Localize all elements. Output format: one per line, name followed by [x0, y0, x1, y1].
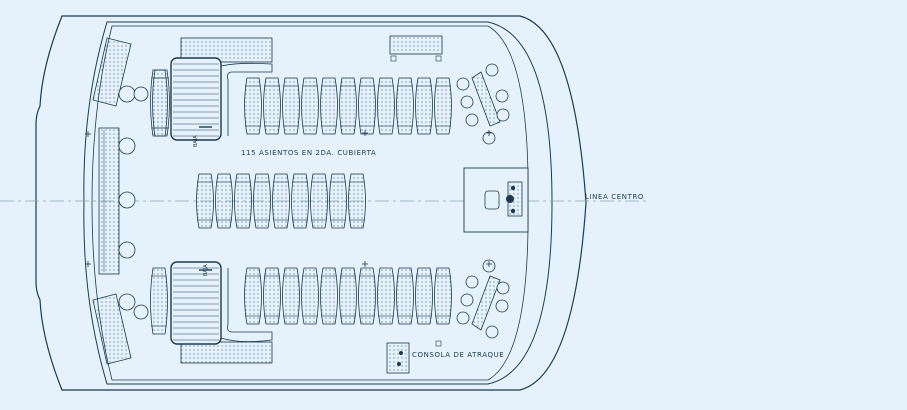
- seat: [196, 173, 214, 229]
- docking-console-label: CONSOLA DE ATRAQUE: [412, 351, 504, 359]
- seat: [301, 77, 319, 135]
- seat: [339, 77, 357, 135]
- seat: [377, 77, 395, 135]
- seat: [434, 267, 452, 325]
- helm-console: [463, 167, 529, 233]
- stool: [460, 95, 474, 109]
- seat: [253, 173, 271, 229]
- hull-inner: [83, 21, 553, 385]
- seat: [282, 77, 300, 135]
- top-bench: [389, 35, 443, 55]
- docking-console: [386, 342, 410, 374]
- seat: [150, 267, 168, 335]
- seat: [282, 267, 300, 325]
- seat: [434, 77, 452, 135]
- seat: [244, 77, 262, 135]
- hull-outer: [35, 15, 587, 391]
- seat: [152, 69, 170, 137]
- corner-bench-top: [92, 37, 132, 107]
- round-table: [118, 293, 136, 311]
- seat: [291, 173, 309, 229]
- seat: [358, 267, 376, 325]
- deck-boundary: [91, 25, 529, 381]
- seat: [263, 77, 281, 135]
- reference-marker: [486, 130, 492, 136]
- seating-label: 115 ASIENTOS EN 2DA. CUBIERTA: [241, 149, 376, 157]
- stool: [496, 108, 510, 122]
- round-table: [118, 137, 136, 155]
- stool: [496, 281, 510, 295]
- stair-bottom: BAJA: [170, 261, 273, 364]
- seat: [320, 77, 338, 135]
- seat: [310, 173, 328, 229]
- stair-top: BAJA: [170, 37, 273, 147]
- seat: [358, 77, 376, 135]
- reference-marker: [85, 131, 91, 137]
- stool: [495, 299, 509, 313]
- stool: [465, 113, 479, 127]
- reference-marker: [362, 261, 368, 267]
- seat: [415, 77, 433, 135]
- stool: [456, 77, 470, 91]
- seat: [415, 267, 433, 325]
- round-table: [133, 304, 149, 320]
- seat: [329, 173, 347, 229]
- round-table: [118, 241, 136, 259]
- seat: [396, 77, 414, 135]
- seat: [244, 267, 262, 325]
- reference-marker: [362, 130, 368, 136]
- stool: [495, 89, 509, 103]
- seat: [272, 173, 290, 229]
- right-group-top: [471, 71, 501, 127]
- corner-bench-bottom: [92, 293, 132, 365]
- round-table: [118, 85, 136, 103]
- right-group-bottom: [471, 275, 501, 331]
- stool: [456, 311, 470, 325]
- round-table: [118, 191, 136, 209]
- seat: [377, 267, 395, 325]
- stool: [485, 325, 499, 339]
- seat: [320, 267, 338, 325]
- seat: [348, 173, 366, 229]
- seat: [234, 173, 252, 229]
- centerline-label: LINEA CENTRO: [585, 193, 644, 201]
- stool: [465, 275, 479, 289]
- seat: [396, 267, 414, 325]
- seat: [215, 173, 233, 229]
- seat: [339, 267, 357, 325]
- seat: [301, 267, 319, 325]
- left-bench: [98, 127, 120, 275]
- reference-marker: [486, 261, 492, 267]
- reference-marker: [85, 261, 91, 267]
- seat: [263, 267, 281, 325]
- stool: [460, 293, 474, 307]
- round-table: [133, 86, 149, 102]
- stair-top-label: BAJA: [193, 135, 199, 147]
- stool: [485, 63, 499, 77]
